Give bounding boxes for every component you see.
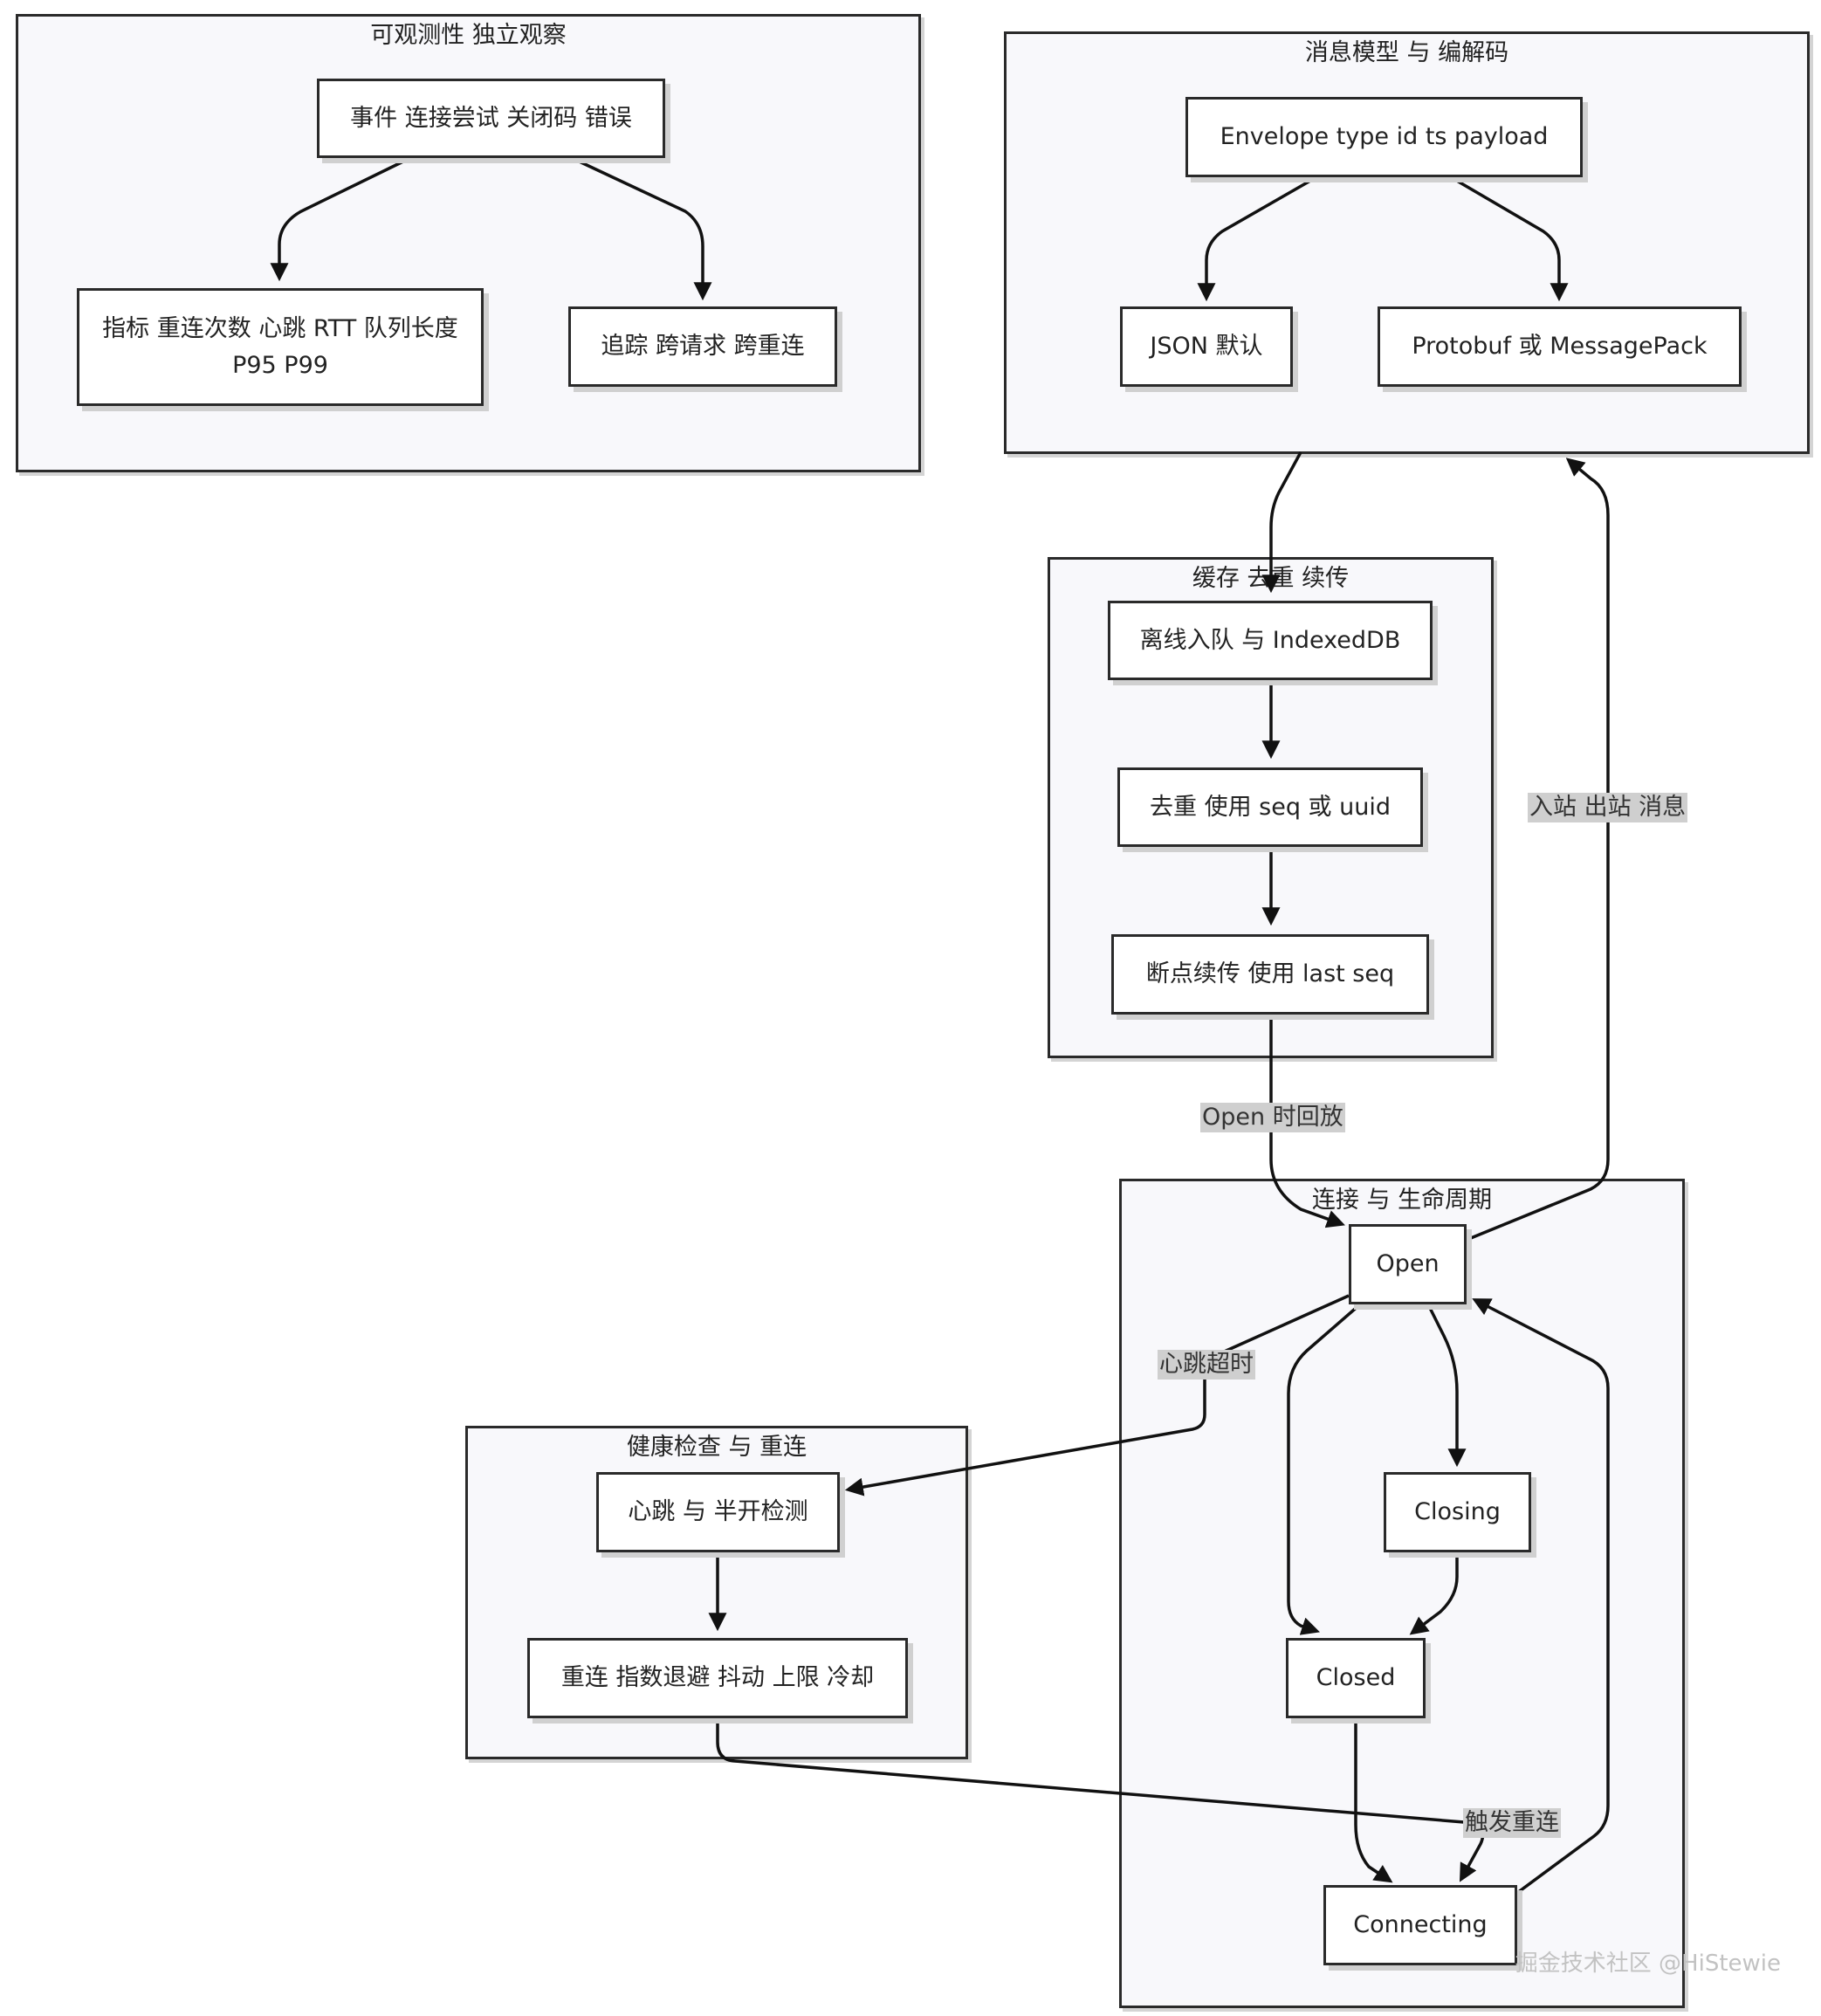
node-dedup: 去重 使用 seq 或 uuid — [1117, 767, 1423, 847]
node-closing: Closing — [1384, 1472, 1531, 1552]
edge-events-tracing — [571, 156, 712, 301]
node-tracing: 追踪 跨请求 跨重连 — [568, 306, 837, 387]
edge-closed-connecting — [1354, 1718, 1393, 1883]
node-json: JSON 默认 — [1120, 306, 1293, 387]
edge-label-inbound-outbound: 入站 出站 消息 — [1528, 793, 1688, 822]
node-resume: 断点续传 使用 last seq — [1111, 934, 1429, 1015]
node-connecting: Connecting — [1323, 1885, 1517, 1965]
edge-closing-closed — [1409, 1552, 1459, 1635]
node-closed: Closed — [1286, 1638, 1426, 1718]
edge-envelope-offline-queue — [1261, 451, 1302, 594]
edge-connecting-open — [1472, 1298, 1610, 1895]
node-reconnect: 重连 指数退避 抖动 上限 冷却 — [527, 1638, 908, 1718]
node-envelope: Envelope type id ts payload — [1185, 97, 1583, 177]
watermark: 掘金技术社区 @HiStewie — [1515, 1951, 1781, 1977]
node-events: 事件 连接尝试 关闭码 错误 — [317, 79, 665, 158]
node-protobuf: Protobuf 或 MessagePack — [1378, 306, 1742, 387]
node-metrics: 指标 重连次数 心跳 RTT 队列长度 P95 P99 — [77, 288, 484, 406]
edge-label-heartbeat-timeout: 心跳超时 — [1158, 1350, 1255, 1380]
edge-open-heartbeat — [844, 1294, 1350, 1497]
edge-open-closed — [1287, 1303, 1362, 1635]
edge-label-replay-on-open: Open 时回放 — [1200, 1103, 1345, 1132]
edge-reconnect-connecting — [716, 1718, 1485, 1882]
edge-open-closing — [1426, 1304, 1467, 1468]
edge-open-message-model — [1466, 458, 1610, 1242]
node-offline-queue: 离线入队 与 IndexedDB — [1108, 601, 1433, 680]
cluster-title-health: 健康检查 与 重连 — [626, 1434, 807, 1461]
cluster-title-message-model: 消息模型 与 编解码 — [1304, 39, 1509, 66]
cluster-lifecycle: 连接 与 生命周期 — [1119, 1179, 1685, 2008]
edge-label-trigger-reconnect: 触发重连 — [1463, 1808, 1561, 1838]
cluster-title-lifecycle: 连接 与 生命周期 — [1311, 1187, 1493, 1214]
edge-envelope-protobuf — [1450, 175, 1569, 302]
cluster-title-observability: 可观测性 独立观察 — [370, 22, 567, 49]
edge-envelope-json — [1197, 175, 1317, 302]
node-heartbeat: 心跳 与 半开检测 — [596, 1472, 840, 1552]
edge-resume-open — [1269, 1015, 1345, 1228]
node-open: Open — [1349, 1224, 1467, 1304]
edge-events-metrics — [270, 156, 411, 282]
